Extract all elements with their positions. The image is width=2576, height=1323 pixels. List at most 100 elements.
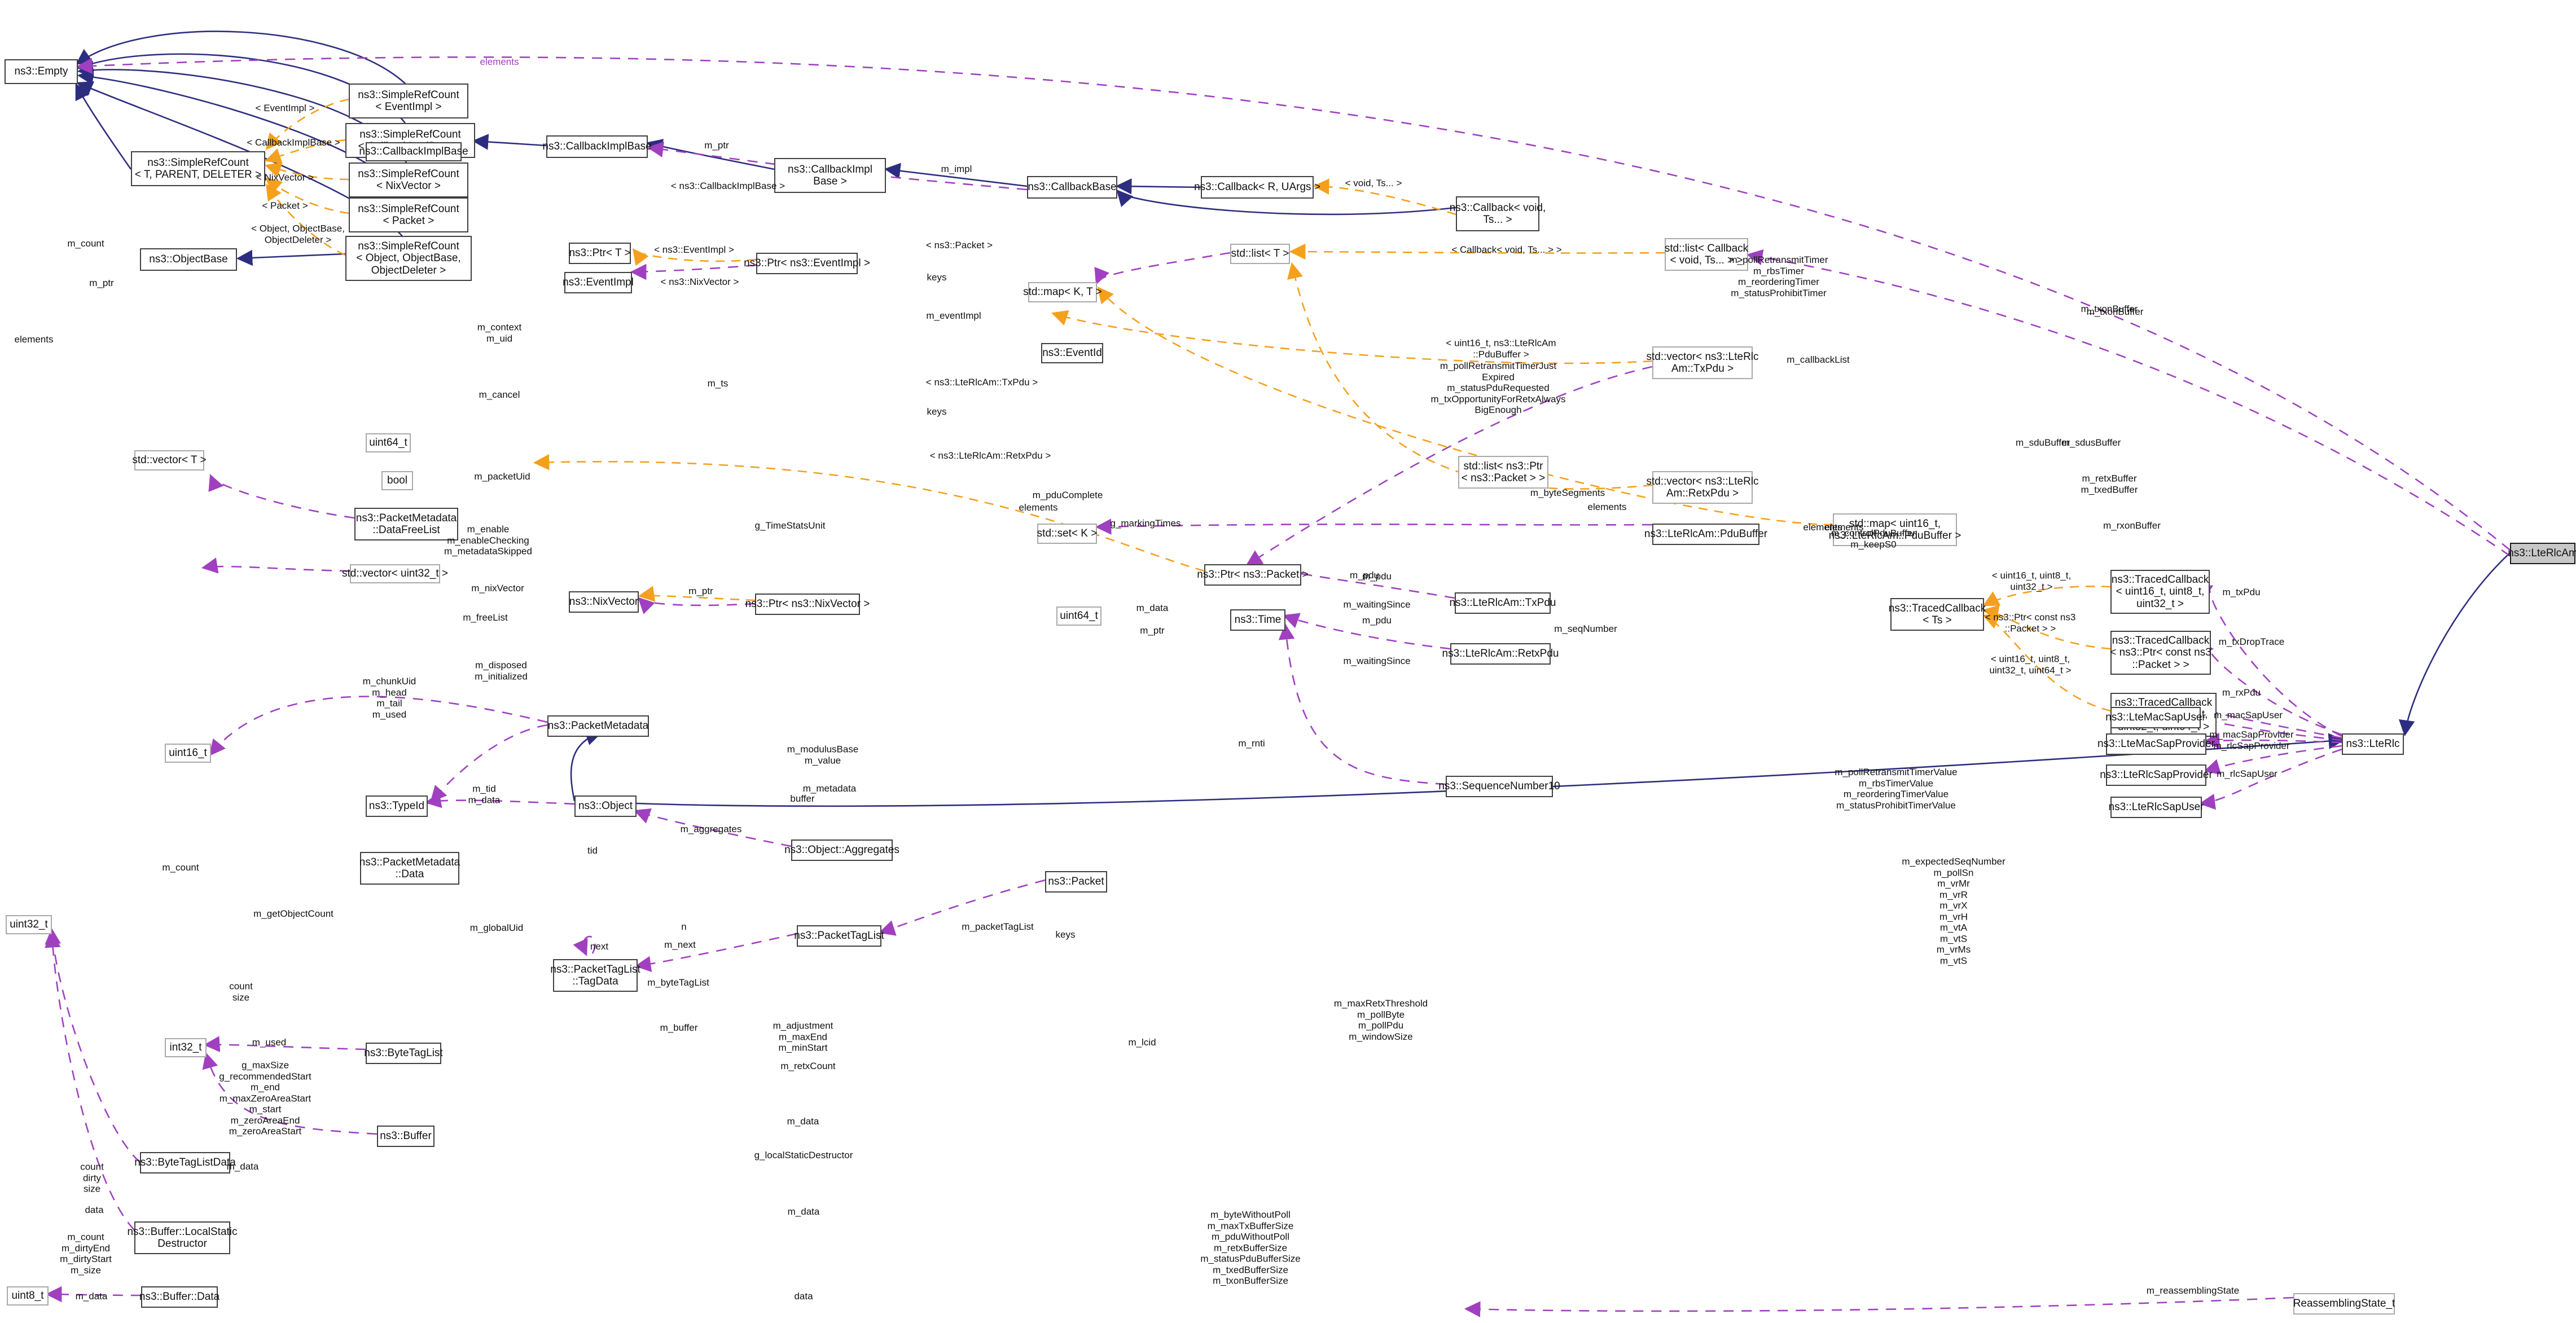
edge-label-l-elements6: elements <box>1824 522 1864 533</box>
class-node-srcNixVector[interactable]: ns3::SimpleRefCount < NixVector > <box>349 162 468 197</box>
class-node-lterlcsapuser[interactable]: ns3::LteRlcSapUser <box>2109 797 2204 818</box>
class-node-packet[interactable]: ns3::Packet <box>1045 871 1107 893</box>
class-node-time[interactable]: ns3::Time <box>1230 609 1285 631</box>
class-node-packettaglisttag[interactable]: ns3::PacketTagList ::TagData <box>550 959 640 992</box>
edge-label-l-mused: m_used <box>252 1037 287 1048</box>
class-node-typeid[interactable]: ns3::TypeId <box>366 795 428 817</box>
class-node-ptrT[interactable]: ns3::Ptr< T > <box>569 243 631 264</box>
class-node-int32[interactable]: int32_t <box>165 1038 207 1057</box>
class-node-seqnumber10[interactable]: ns3::SequenceNumber10 <box>1438 776 1560 797</box>
class-node-tracedcb3[interactable]: ns3::TracedCallback < uint16_t, uint8_t,… <box>2110 570 2210 614</box>
class-node-bool[interactable]: bool <box>381 471 413 490</box>
class-node-callbackimplbase[interactable]: ns3::CallbackImplBase <box>542 135 652 158</box>
class-node-ltemacsapuser[interactable]: ns3::LteMacSapUser <box>2105 707 2206 728</box>
class-node-stdvectorRetxPdu[interactable]: std::vector< ns3::LteRlc Am::RetxPdu > <box>1646 471 1759 504</box>
class-node-srcPacket[interactable]: ns3::SimpleRefCount < Packet > <box>349 197 468 232</box>
edge-label-l-mptr-nix: m_ptr <box>688 586 713 597</box>
edge-label-l-glocalstatic: g_localStaticDestructor <box>754 1150 853 1161</box>
edge-label-l-ptrPacketT: < ns3::Packet > <box>925 240 993 251</box>
class-node-stdvectorTxPdu[interactable]: std::vector< ns3::LteRlc Am::TxPdu > <box>1646 346 1759 379</box>
edge-label-l-mcontext: m_context m_uid <box>477 322 522 344</box>
class-node-object[interactable]: ns3::Object <box>574 795 637 817</box>
class-node-stdmapKT[interactable]: std::map< K, T > <box>1023 282 1102 302</box>
class-node-callbackimpl2[interactable]: ns3::CallbackImplBase <box>359 142 468 161</box>
class-node-reassembling[interactable]: ReassemblingState_t <box>2293 1293 2395 1315</box>
class-node-callbackbase[interactable]: ns3::CallbackBase <box>1027 176 1117 199</box>
class-node-pmdata[interactable]: ns3::PacketMetadata ::Data <box>359 852 460 885</box>
class-node-tracedcbTS[interactable]: ns3::TracedCallback < Ts > <box>1889 598 1986 631</box>
class-node-packettaglist[interactable]: ns3::PacketTagList <box>794 925 884 947</box>
class-node-lterlcam[interactable]: ns3::LteRlcAm <box>2508 543 2576 564</box>
class-node-uint32[interactable]: uint32_t <box>6 915 52 934</box>
edge-label-l-menable: m_enable m_enableChecking m_metadataSkip… <box>444 524 532 557</box>
class-node-stdsetK[interactable]: std::set< K > <box>1037 524 1097 544</box>
class-node-srcEventImpl[interactable]: ns3::SimpleRefCount < EventImpl > <box>349 83 468 118</box>
class-node-objectbase[interactable]: ns3::ObjectBase <box>140 248 237 271</box>
class-node-lterlcampdubuffer[interactable]: ns3::LteRlcAm::PduBuffer <box>1644 524 1767 545</box>
class-node-stdvectorT[interactable]: std::vector< T > <box>132 450 207 471</box>
edge-label-l-maxretx: m_maxRetxThreshold m_pollByte m_pollPdu … <box>1333 997 1428 1042</box>
class-node-stdvectoruint32[interactable]: std::vector< uint32_t > <box>342 564 448 583</box>
edge-label-l-mseqnumber: m_seqNumber <box>1554 623 1617 635</box>
edge-label-l-mexpectedseq: m_expectedSeqNumber m_pollSn m_vrMr m_vr… <box>1902 856 2005 966</box>
edge-label-l-mtxpdu: m_txPdu <box>2222 587 2261 598</box>
class-node-objaggregates[interactable]: ns3::Object::Aggregates <box>784 839 899 861</box>
edge-label-l-eventimplT: < ns3::EventImpl > <box>654 244 734 256</box>
edge-label-l-nixvector-t: < NixVector > <box>256 172 314 183</box>
class-node-uint64[interactable]: uint64_t <box>366 433 411 452</box>
class-node-uint8[interactable]: uint8_t <box>7 1286 49 1306</box>
class-node-bytetaglist[interactable]: ns3::ByteTagList <box>364 1043 443 1064</box>
class-node-empty[interactable]: ns3::Empty <box>5 59 78 84</box>
edge-label-l-mdata-2: m_data <box>226 1161 259 1172</box>
edge-label-l-sdusbuffer: m_sdusBuffer <box>2061 437 2121 449</box>
class-node-ptrNixVector[interactable]: ns3::Ptr< ns3::NixVector > <box>745 594 870 615</box>
class-node-bufferdata[interactable]: ns3::Buffer::Data <box>139 1286 220 1308</box>
edge-label-l-uint16PduBuffer: < uint16_t, ns3::LteRlcAm ::PduBuffer > <box>1446 337 1556 359</box>
class-node-lterlc[interactable]: ns3::LteRlc <box>2342 733 2404 755</box>
edge-label-l-keys-1: keys <box>927 272 947 283</box>
class-node-eventimpl[interactable]: ns3::EventImpl <box>563 272 634 293</box>
edge-label-l-n: n <box>681 921 687 933</box>
class-node-eventid[interactable]: ns3::EventId <box>1041 343 1103 363</box>
class-node-packetmetadata[interactable]: ns3::PacketMetadata <box>547 715 649 737</box>
edge-label-l-mmodulusbase: m_modulusBase m_value <box>787 744 859 766</box>
class-node-ltemacsapprovider[interactable]: ns3::LteMacSapProvider <box>2097 733 2215 755</box>
class-node-buffer[interactable]: ns3::Buffer <box>377 1126 435 1147</box>
edge-label-l-etimeStatsUnit: g_TimeStatsUnit <box>754 520 826 531</box>
class-node-lterlcsapprovider[interactable]: ns3::LteRlcSapProvider <box>2100 764 2213 786</box>
class-node-tracedcbPacket[interactable]: ns3::TracedCallback < ns3::Ptr< const ns… <box>2110 631 2211 675</box>
edge-label-l-mimpl: m_impl <box>941 164 972 175</box>
class-node-lterlcamretxpdu[interactable]: ns3::LteRlcAm::RetxPdu <box>1442 643 1559 665</box>
class-node-ptrPacket[interactable]: ns3::Ptr< ns3::Packet > <box>1197 564 1309 586</box>
class-node-lterlcamtxpdu[interactable]: ns3::LteRlcAm::TxPdu <box>1449 592 1556 614</box>
edge-label-l-voidTs: < void, Ts... > <box>1345 178 1402 189</box>
class-node-uint16[interactable]: uint16_t <box>165 744 211 763</box>
edge-label-l-next: next <box>590 941 609 952</box>
class-node-pmdatafreelist[interactable]: ns3::PacketMetadata ::DataFreeList <box>354 508 458 540</box>
edge-label-l-elements5: elements <box>1019 502 1058 513</box>
class-node-stdlistT[interactable]: std::list< T > <box>1230 244 1290 264</box>
edge-label-l-uint16uint8uint32uint64: < uint16_t, uint8_t, uint32_t, uint64_t … <box>1989 653 2072 675</box>
edge-label-l-mwaitingsince2: m_waitingSince <box>1343 656 1411 667</box>
class-node-nixvector[interactable]: ns3::NixVector <box>569 591 639 613</box>
edge-label-l-mchunkuid: m_chunkUid m_head m_tail m_used <box>362 675 416 720</box>
class-node-callbackVoidTs[interactable]: ns3::Callback< void, Ts... > <box>1450 196 1546 231</box>
edge-label-l-bytewithoutpoll: m_byteWithoutPoll m_maxTxBufferSize m_pd… <box>1200 1209 1301 1286</box>
edge-label-l-mgetobjectcount: m_getObjectCount <box>253 908 333 920</box>
edge-label-l-data-2: data <box>794 1291 813 1302</box>
class-node-srcObject[interactable]: ns3::SimpleRefCount < Object, ObjectBase… <box>345 236 472 281</box>
edge-label-l-uint16uint8uint32: < uint16_t, uint8_t, uint32_t > <box>1991 570 2072 592</box>
class-node-stdlistPtrPacket[interactable]: std::list< ns3::Ptr < ns3::Packet > > <box>1458 456 1548 489</box>
class-node-callbackRU[interactable]: ns3::Callback< R, UArgs > <box>1194 176 1320 199</box>
class-node-ptrEventImpl[interactable]: ns3::Ptr< ns3::EventImpl > <box>744 253 870 274</box>
edge-label-l-mrbsBuffer: m_rxonBuffer <box>2103 520 2161 531</box>
class-node-uint64b[interactable]: uint64_t <box>1056 606 1102 626</box>
class-node-srcTPD[interactable]: ns3::SimpleRefCount < T, PARENT, DELETER… <box>131 151 265 186</box>
edge-label-l-txonbuffer2: m_txonBuffer <box>2086 306 2144 318</box>
edge-label-l-mbuffer: m_buffer <box>660 1022 698 1034</box>
class-node-bytetaglistdata[interactable]: ns3::ByteTagListData <box>134 1152 236 1173</box>
class-node-callbackimplbase2[interactable]: ns3::CallbackImpl Base > <box>774 158 886 193</box>
class-node-bufferlocalstatic[interactable]: ns3::Buffer::LocalStatic Destructor <box>127 1221 238 1254</box>
edge-label-l-mdata-3: m_data <box>787 1206 820 1217</box>
